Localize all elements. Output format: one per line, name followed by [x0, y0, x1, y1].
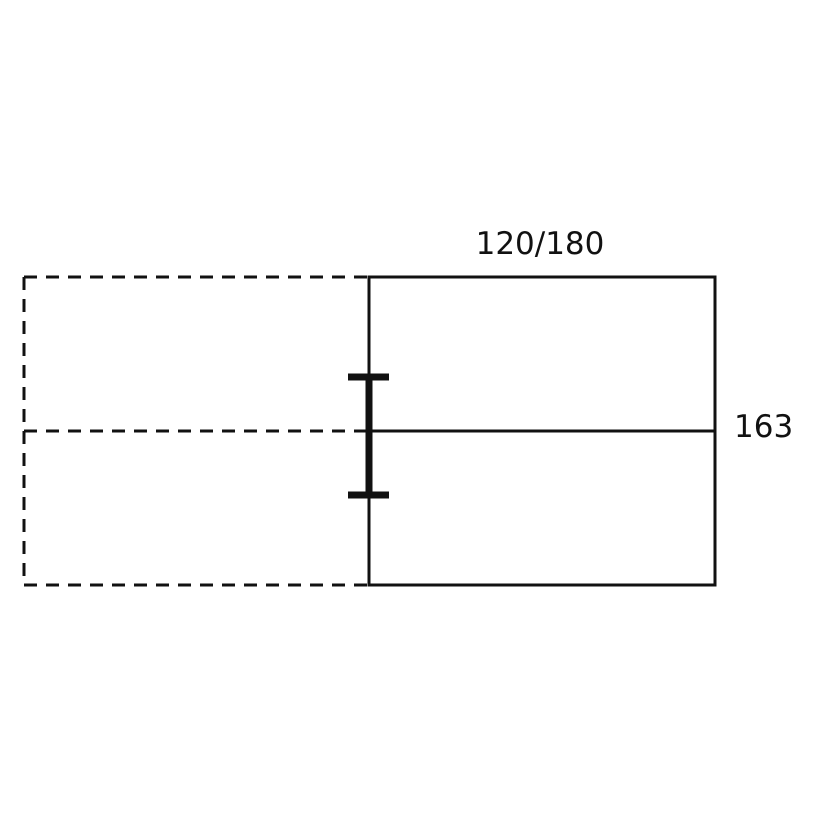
height-label: 163	[734, 409, 793, 445]
dashed-extension-panel	[22, 275, 369, 587]
width-label: 120/180	[476, 226, 605, 262]
connector-i-bar-icon	[348, 373, 389, 499]
solid-main-panel	[367, 275, 717, 587]
